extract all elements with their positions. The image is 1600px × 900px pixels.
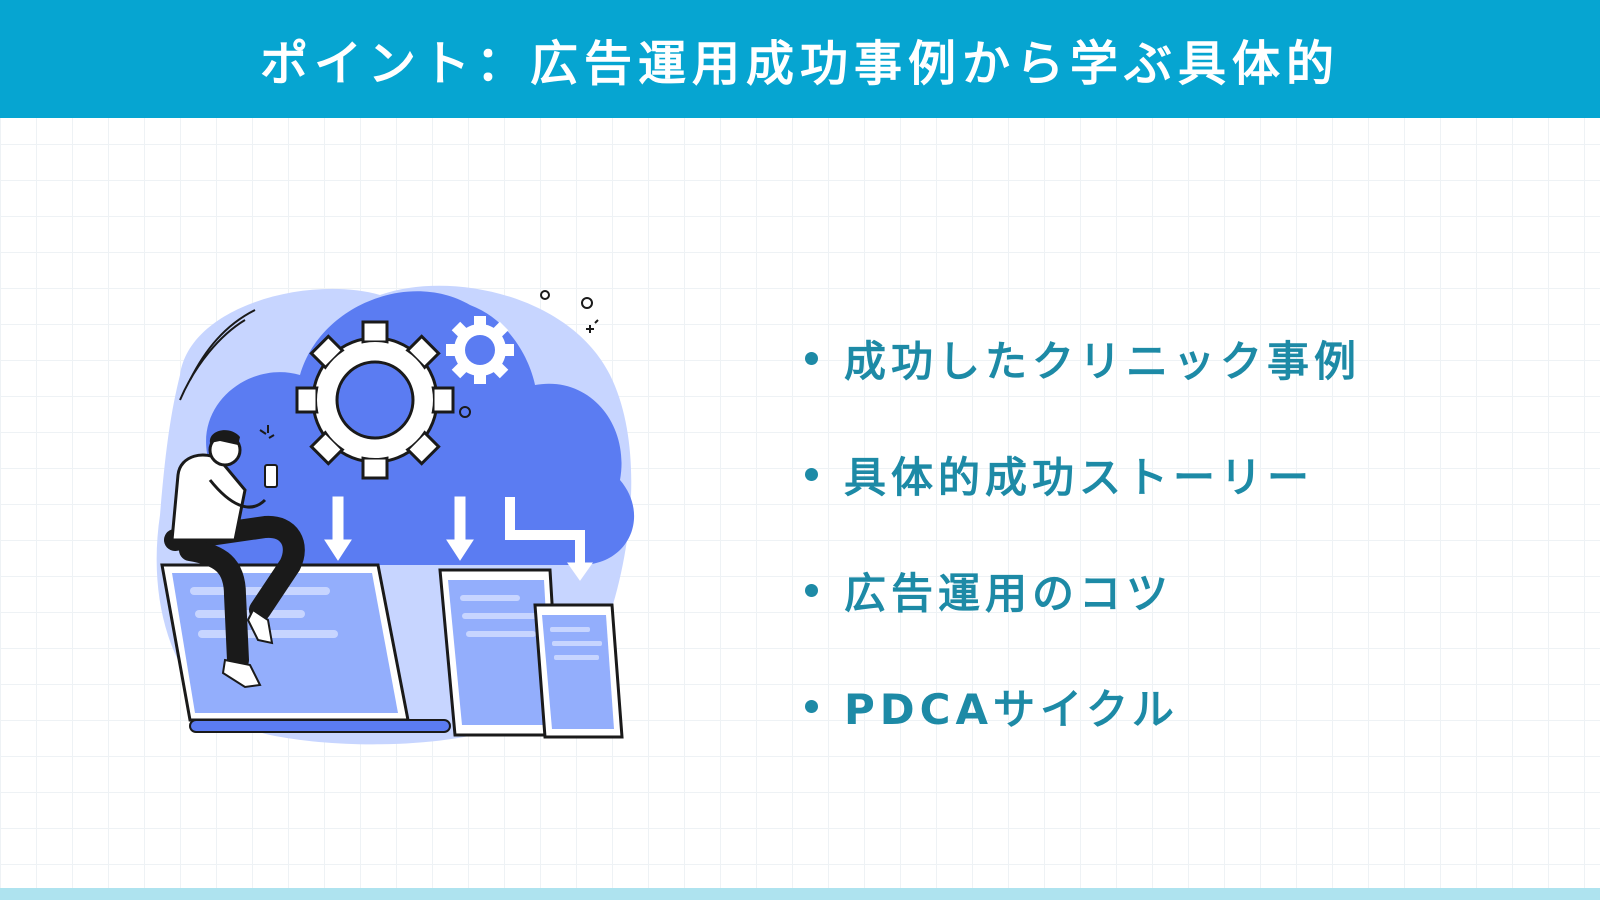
phone-icon: [533, 603, 624, 739]
download-arrows: [324, 496, 593, 581]
person-figure: [164, 430, 305, 689]
list-item: 成功したクリニック事例: [805, 300, 1361, 416]
sparkle-near-head: [259, 425, 275, 439]
bullet-dot: [805, 699, 818, 713]
point-label: 成功したクリニック事例: [844, 336, 1362, 386]
large-gear-icon: [295, 320, 455, 480]
sparkle-dot-3: [459, 406, 471, 418]
list-item: 具体的成功ストーリー: [805, 416, 1361, 532]
cloud-computing-illustration: [150, 265, 650, 765]
list-item: 広告運用のコツ: [805, 532, 1361, 648]
illustration-svg: [156, 285, 635, 745]
header-bar: ポイント：広告運用成功事例から学ぶ具体的: [0, 0, 1600, 118]
footer-band: [0, 888, 1600, 900]
bullet-dot: [805, 583, 818, 597]
sparkle-dot-1: [540, 290, 550, 300]
bullet-dot: [805, 467, 818, 481]
point-label: 具体的成功ストーリー: [844, 452, 1315, 502]
sparkle-dot-2: [581, 297, 593, 309]
list-item: PDCAサイクル: [805, 648, 1361, 764]
point-label: 広告運用のコツ: [844, 568, 1174, 618]
sparkle-star: [586, 319, 599, 333]
shoe-left: [221, 658, 262, 689]
small-gear-icon: [446, 316, 514, 384]
shoe-right: [246, 608, 274, 645]
bullet-dot: [805, 351, 818, 365]
tablet-icon: [438, 568, 562, 737]
key-points-list: 成功したクリニック事例 具体的成功ストーリー 広告運用のコツ PDCAサイクル: [805, 300, 1361, 764]
swoosh-line-2: [179, 319, 246, 401]
point-label: PDCAサイクル: [844, 684, 1179, 734]
page-title: ポイント：広告運用成功事例から学ぶ具体的: [259, 36, 1340, 92]
